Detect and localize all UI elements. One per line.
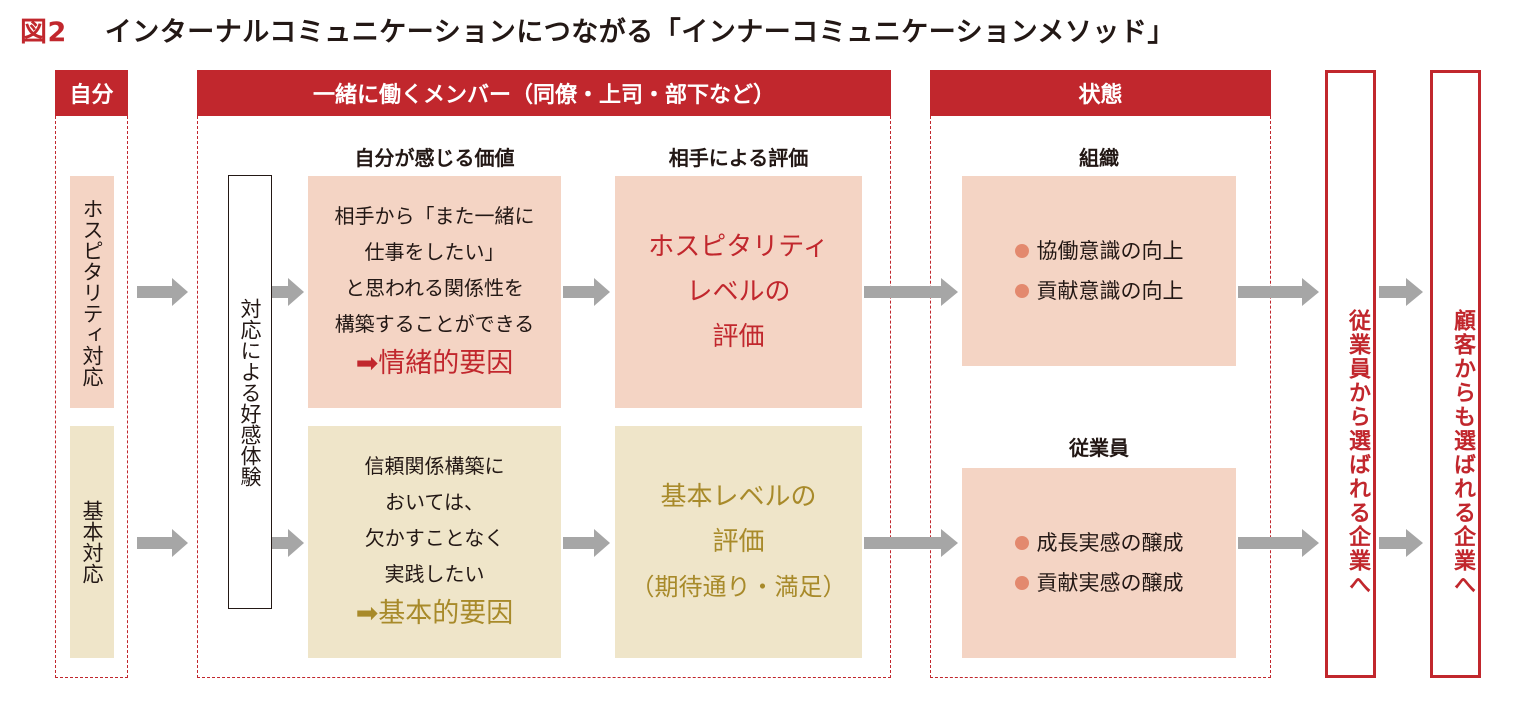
figure-title: 図2 インターナルコミュニケーションにつながる「インナーコミュニケーションメソッド… (20, 10, 1175, 49)
value-box-top: 相手から「また一緒に 仕事をしたい」 と思われる関係性を 構築することができる … (308, 176, 561, 408)
bullet-dot-icon (1014, 244, 1029, 258)
state-frame (930, 116, 1271, 678)
value-top-line: 相手から「また一緒に (334, 204, 535, 228)
value-top-line: と思われる関係性を (345, 276, 524, 300)
favorable-experience-box: 対応による好感体験 (228, 175, 272, 609)
eval-top-line: ホスピタリティ (648, 231, 829, 262)
list-item: 貢献実感の醸成 (1014, 563, 1184, 603)
outcome-customers: 顧客からも選ばれる企業へ (1430, 70, 1481, 678)
list-item: 協働意識の向上 (1014, 231, 1184, 271)
value-top-line: 仕事をしたい」 (364, 240, 505, 264)
column-self-value: 自分が感じる価値 (354, 146, 515, 170)
eval-bottom-line: （期待通り・満足） (630, 572, 847, 601)
eval-top-line: 評価 (712, 321, 765, 352)
eval-box-bottom: 基本レベルの 評価 （期待通り・満足） (615, 426, 862, 658)
eval-bottom-line: 評価 (712, 526, 765, 557)
bullet-dot-icon (1014, 576, 1029, 590)
bullet-dot-icon (1014, 284, 1029, 298)
header-self: 自分 (55, 70, 128, 116)
eval-box-top: ホスピタリティ レベルの 評価 (615, 176, 862, 408)
state-org-box: 協働意識の向上 貢献意識の向上 (962, 176, 1236, 366)
value-top-line: 構築することができる (334, 312, 535, 336)
state-emp-box: 成長実感の醸成 貢献実感の醸成 (962, 468, 1236, 658)
right-arrow-icon (1238, 529, 1319, 557)
self-item-basic: 基本対応 (70, 426, 114, 658)
right-arrow-icon (864, 278, 958, 306)
right-arrow-icon (864, 529, 958, 557)
value-bottom-line: 信頼関係構築に (364, 454, 505, 478)
self-item-hospitality: ホスピタリティ対応 (70, 176, 114, 408)
list-item: 貢献意識の向上 (1014, 271, 1184, 311)
right-arrow-icon (563, 529, 610, 557)
eval-top-line: レベルの (686, 276, 791, 307)
figure-number: 図2 (20, 17, 67, 48)
outcome-employees: 従業員から選ばれる企業へ (1325, 70, 1376, 678)
value-box-bottom: 信頼関係構築に おいては、 欠かすことなく 実践したい ➡基本的要因 (308, 426, 561, 658)
list-item: 成長実感の醸成 (1014, 523, 1184, 563)
emotional-factor: ➡情緒的要因 (355, 348, 514, 379)
value-bottom-line: おいては、 (385, 490, 484, 514)
basic-factor: ➡基本的要因 (355, 598, 514, 629)
header-state: 状態 (930, 70, 1271, 116)
value-bottom-line: 欠かすことなく (364, 526, 505, 550)
column-partner-eval: 相手による評価 (668, 146, 809, 170)
right-arrow-icon (272, 278, 304, 306)
right-arrow-icon (563, 278, 610, 306)
figure-title-text: インターナルコミュニケーションにつながる「インナーコミュニケーションメソッド」 (104, 17, 1175, 48)
eval-bottom-line: 基本レベルの (660, 481, 817, 512)
state-org-label: 組織 (1079, 146, 1119, 170)
state-emp-label: 従業員 (1069, 436, 1129, 460)
right-arrow-icon (1238, 278, 1319, 306)
value-bottom-line: 実践したい (384, 562, 485, 586)
right-arrow-icon (272, 529, 304, 557)
right-arrow-icon (137, 529, 188, 557)
bullet-dot-icon (1014, 536, 1029, 550)
self-frame (55, 116, 128, 678)
right-arrow-icon (1379, 278, 1423, 306)
right-arrow-icon (137, 278, 188, 306)
right-arrow-icon (1379, 529, 1423, 557)
header-members: 一緒に働くメンバー（同僚・上司・部下など） (197, 70, 891, 116)
members-frame (197, 116, 891, 678)
